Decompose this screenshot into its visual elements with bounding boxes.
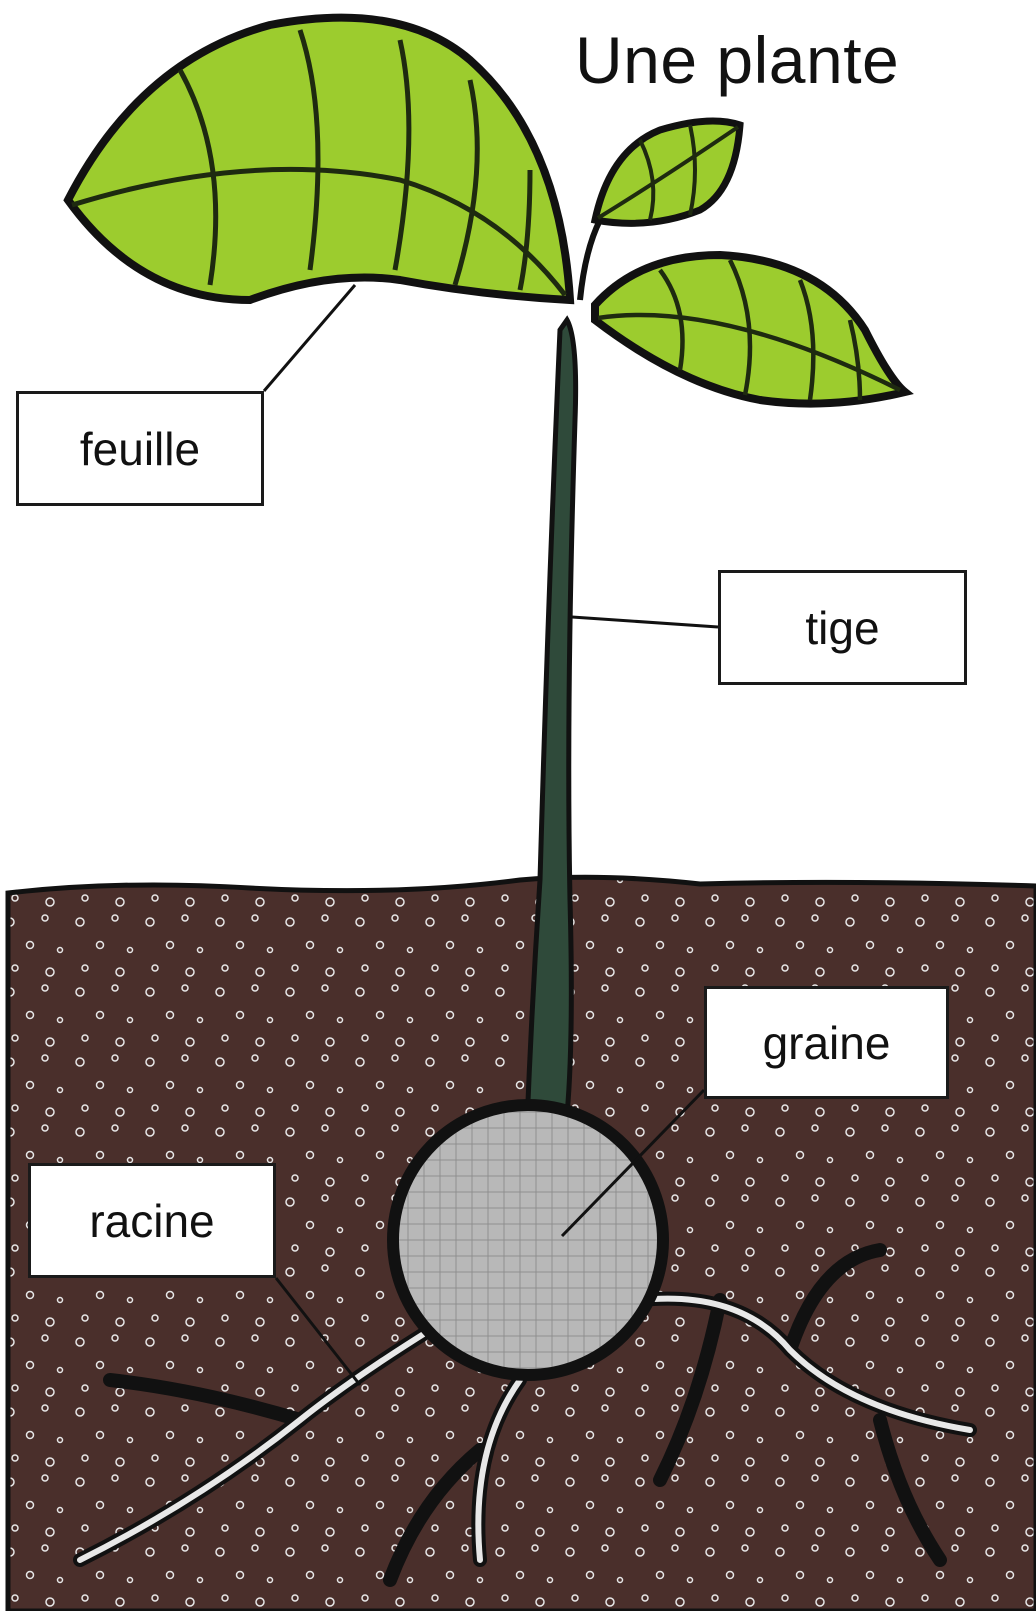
seed <box>393 1105 663 1375</box>
label-tige: tige <box>718 570 967 685</box>
label-racine: racine <box>28 1163 276 1278</box>
label-feuille: feuille <box>16 391 264 506</box>
diagram-title: Une plante <box>575 22 899 98</box>
label-tige-text: tige <box>805 601 879 655</box>
stem <box>527 320 576 1125</box>
label-feuille-text: feuille <box>80 422 200 476</box>
label-graine: graine <box>704 986 949 1099</box>
label-graine-text: graine <box>763 1016 891 1070</box>
label-racine-text: racine <box>89 1194 214 1248</box>
